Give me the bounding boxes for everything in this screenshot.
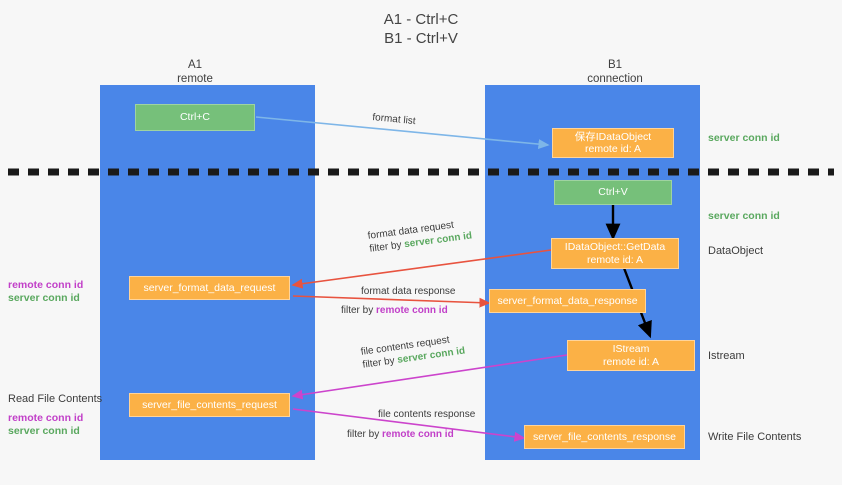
node-server-file-contents-request[interactable]: server_file_contents_request [129,393,290,417]
caption-format-list: format list [372,111,416,128]
caption-filter-prefix-4: filter by [347,429,383,440]
node-istream-line2: remote id: A [602,355,660,368]
label-left-read-file-contents: Read File Contents [8,393,103,405]
label-right-write-file-contents: Write File Contents [708,431,802,443]
column-a1-name: A1 [187,59,203,71]
node-save-dataobject-line2: remote id: A [584,143,642,155]
node-ctrl-v-label: Ctrl+V [598,186,628,199]
label-right-server-conn-id-top: server conn id [708,132,780,144]
title-line-1: A1 - Ctrl+C [383,11,459,28]
node-istream-line1: IStream [612,343,650,355]
caption-format-data-request: format data request filter by server con… [367,217,473,256]
caption-filter-prefix: filter by [368,239,405,255]
node-server-format-data-request[interactable]: server_format_data_request [129,276,290,300]
node-server-file-contents-request-label: server_file_contents_request [142,398,277,411]
column-b1-sub: connection [587,73,643,85]
node-server-format-data-request-label: server_format_data_request [143,281,276,294]
node-getdata-line2: remote id: A [586,253,644,266]
node-istream[interactable]: IStream remote id: A [567,340,695,371]
caption-file-contents-response-text: file contents response [378,409,476,420]
node-ctrl-c-label: Ctrl+C [179,111,211,124]
caption-format-data-response: format data response filter by remote co… [341,285,456,317]
node-ctrl-c[interactable]: Ctrl+C [135,104,255,131]
node-server-format-data-response[interactable]: server_format_data_response [489,289,646,313]
node-server-format-data-response-label: server_format_data_response [497,294,638,307]
caption-format-data-response-text: format data response [361,286,456,297]
caption-file-contents-response: file contents response filter by remote … [347,408,476,441]
node-getdata[interactable]: IDataObject::GetData remote id: A [551,238,679,269]
label-left-server-conn-id-2: server conn id [8,425,80,437]
node-ctrl-v[interactable]: Ctrl+V [554,180,672,205]
label-right-dataobject: DataObject [708,245,764,257]
caption-filter-key-remote-conn-id-2: remote conn id [382,429,454,440]
node-server-file-contents-response-label: server_file_contents_response [532,430,676,443]
node-getdata-line1: IDataObject::GetData [564,241,666,253]
label-right-istream: Istream [708,350,745,362]
caption-filter-key-remote-conn-id: remote conn id [376,305,448,316]
page-title: A1 - Ctrl+C B1 - Ctrl+V [0,10,842,48]
caption-format-data-response-filter: filter by remote conn id [341,304,456,317]
caption-format-list-text: format list [371,111,417,128]
column-header-b1: B1 connection [540,58,690,86]
label-left-server-conn-id-1: server conn id [8,292,80,304]
caption-filter-prefix-3: filter by [361,354,399,371]
node-save-dataobject-line1: 保存IDataObject [574,130,652,143]
column-header-a1: A1 remote [130,58,260,86]
caption-filter-prefix-2: filter by [341,305,377,316]
column-b1-name: B1 [607,59,623,71]
label-left-remote-conn-id-2: remote conn id [8,412,84,424]
title-line-2: B1 - Ctrl+V [384,30,458,47]
label-right-server-conn-id-mid: server conn id [708,210,780,222]
caption-file-contents-request: file contents request filter by server c… [360,332,466,372]
caption-file-contents-response-filter: filter by remote conn id [347,428,475,441]
node-server-file-contents-response[interactable]: server_file_contents_response [524,425,685,449]
label-left-remote-conn-id-1: remote conn id [8,279,84,291]
column-a1-sub: remote [177,73,213,85]
node-save-dataobject[interactable]: 保存IDataObject remote id: A [552,128,674,158]
